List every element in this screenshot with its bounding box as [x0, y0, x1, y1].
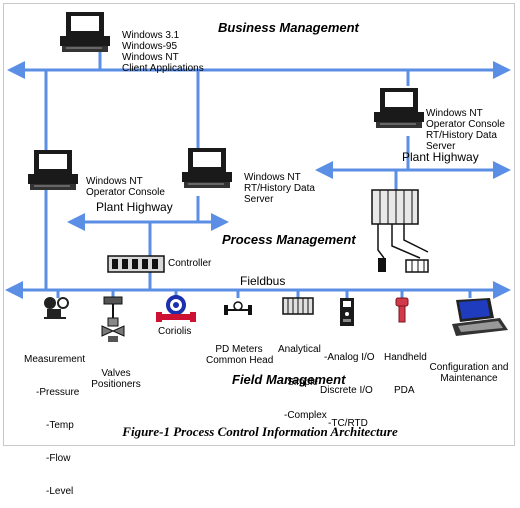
io-module-icon [340, 298, 354, 326]
zone-process-management: Process Management [222, 232, 356, 247]
analytical-rack-icon [282, 297, 314, 315]
client-computer-icon [60, 12, 110, 52]
plant-highway-left-label: Plant Highway [96, 200, 173, 214]
laptop-icon [452, 298, 508, 336]
controller-label: Controller [168, 258, 212, 269]
zone-business-management: Business Management [218, 20, 359, 35]
operator-console-computer-icon [28, 150, 78, 190]
coriolis-meter-icon [156, 295, 196, 322]
architecture-diagram [5, 12, 511, 342]
right-console-computer-icon [374, 88, 424, 128]
figure-caption: Figure-1 Process Control Information Arc… [122, 424, 398, 439]
controller-icon [107, 255, 165, 273]
coriolis-label: Coriolis [158, 326, 192, 337]
pd-meter-icon [224, 301, 252, 315]
handheld-label: Handheld PDA [384, 352, 427, 396]
measurement-transmitter-icon [44, 297, 69, 319]
rt-server-computer-icon [182, 148, 232, 188]
io-label: -Analog I/O Discrete I/O -TC/RTD [320, 352, 375, 429]
zone-field-management: Field Management [232, 372, 346, 387]
handheld-pda-icon [395, 297, 409, 323]
measurement-label: Measurement -Pressure -Temp -Flow -Level [24, 354, 86, 497]
analytical-label: Analytical -Simple -Complex [278, 344, 327, 421]
rack-io-icon [371, 189, 429, 273]
valve-positioner-icon [101, 296, 125, 342]
fieldbus-label: Fieldbus [240, 274, 286, 288]
plant-highway-right-label: Plant Highway [402, 150, 479, 164]
